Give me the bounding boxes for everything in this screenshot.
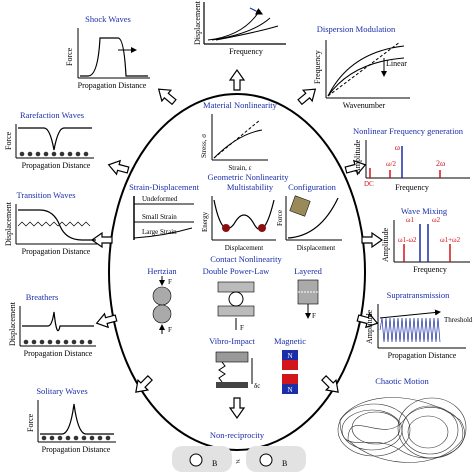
shock-ylabel: Force <box>65 47 74 66</box>
hertzian-label: Hertzian <box>147 266 177 276</box>
large-strain-label: Large Strain <box>142 228 177 236</box>
layered-label: Layered <box>294 266 323 276</box>
supra-title: Supratransmission <box>387 290 451 300</box>
multistab-xlabel: Displacement <box>225 244 264 252</box>
hertzian-f2: F <box>168 326 172 334</box>
shock-waves-title: Shock Waves <box>85 14 131 24</box>
material-xlabel: Strain, ε <box>228 164 251 172</box>
material-ylabel: Stress, σ <box>200 134 208 158</box>
magnet-n2: N <box>287 386 292 394</box>
magnetic-label: Magnetic <box>274 336 306 346</box>
rarefaction-xlabel: Propagation Distance <box>22 161 91 170</box>
supra-threshold: Threshold <box>444 316 473 324</box>
non-reciprocity-title: Non-reciprocity <box>210 430 265 440</box>
breathers-ylabel: Displacement <box>8 301 17 346</box>
nl-frequency-title: Nonlinear Frequency generation <box>353 126 464 136</box>
rarefaction-chain <box>19 151 89 157</box>
transition-panel: Transition Waves Displacement Propagatio… <box>4 190 98 256</box>
top-center-panel: Displacement Frequency <box>192 0 288 56</box>
rarefaction-ylabel: Force <box>4 131 13 150</box>
config-ylabel: Force <box>276 210 284 226</box>
solitary-chain <box>41 435 111 441</box>
small-strain-label: Small Strain <box>142 213 177 221</box>
breathers-chain <box>23 339 93 345</box>
solitary-panel: Solitary Waves Force Propagation Distanc… <box>26 386 116 454</box>
top-panel-ylabel: Displacement <box>193 0 202 45</box>
material-title: Material Nonlinearity <box>203 100 278 110</box>
supra-xlabel: Propagation Distance <box>388 351 457 360</box>
dispersion-ylabel: Frequency <box>313 50 322 84</box>
chaotic-attractor <box>337 397 467 463</box>
shock-waves-panel: Shock Waves Force Propagation Distance <box>65 14 150 90</box>
breathers-title: Breathers <box>26 292 59 302</box>
transition-xlabel: Propagation Distance <box>22 247 91 256</box>
solitary-title: Solitary Waves <box>36 386 87 396</box>
solitary-ylabel: Force <box>26 413 35 432</box>
central-ellipse <box>108 93 366 451</box>
contact-nonlinearity: Contact Nonlinearity Hertzian F F Double… <box>147 254 323 394</box>
top-panel-xlabel: Frequency <box>229 47 263 56</box>
vibro-label: Vibro-Impact <box>209 336 255 346</box>
solitary-xlabel: Propagation Distance <box>42 445 111 454</box>
dispersion-linear: Linear <box>386 59 407 68</box>
nonrecip-b1: B <box>212 459 217 468</box>
nl-freq-omega: ω <box>395 143 400 152</box>
multistability-label: Multistability <box>227 182 274 192</box>
config-xlabel: Displacement <box>297 244 336 252</box>
wave-mixing-title: Wave Mixing <box>401 206 448 216</box>
strain-disp-label: Strain-Displacement <box>129 182 200 192</box>
material-nonlinearity: Material Nonlinearity Stress, σ Strain, … <box>200 100 278 172</box>
supra-panel: Supratransmission Threshold Amplitude Pr… <box>365 290 473 360</box>
dpl-label: Double Power-Law <box>203 266 270 276</box>
nonrecip-neq: ≠ <box>236 457 241 466</box>
dispersion-panel: Dispersion Modulation Linear Frequency W… <box>313 24 410 110</box>
supra-ylabel: Amplitude <box>365 309 374 344</box>
rarefaction-panel: Rarefaction Waves Force Propagation Dist… <box>4 110 94 170</box>
magnet-n1: N <box>287 352 292 360</box>
energy-ylabel: Energy <box>201 211 209 232</box>
breathers-panel: Breathers Displacement Propagation Dista… <box>8 292 96 358</box>
wave-mixing-panel: Wave Mixing ω1 ω2 ω1-ω2 ω1+ω2 Amplitude … <box>381 206 470 274</box>
undeformed-label: Undeformed <box>142 195 178 203</box>
nl-freq-omega-half: ω/2 <box>386 160 397 168</box>
layered-f: F <box>312 312 316 320</box>
non-reciprocity-panel: Non-reciprocity B B ≠ <box>172 430 306 472</box>
dpl-f: F <box>240 324 244 332</box>
wave-mixing-w2: ω2 <box>432 216 441 224</box>
wave-mixing-ylabel: Amplitude <box>381 227 390 262</box>
breathers-xlabel: Propagation Distance <box>24 349 93 358</box>
nl-freq-ylabel: Amplitude <box>353 139 362 174</box>
nl-freq-dc: DC <box>364 180 374 188</box>
nonrecip-b2: B <box>282 459 287 468</box>
wave-mixing-diff: ω1-ω2 <box>398 236 417 244</box>
dispersion-title: Dispersion Modulation <box>317 24 396 34</box>
nl-freq-two-omega: 2ω <box>436 159 445 168</box>
nl-frequency-panel: Nonlinear Frequency generation ω ω/2 DC … <box>353 126 470 192</box>
dispersion-xlabel: Wavenumber <box>343 101 386 110</box>
transition-title: Transition Waves <box>16 190 75 200</box>
nl-freq-xlabel: Frequency <box>395 183 429 192</box>
transition-ylabel: Displacement <box>4 201 13 246</box>
hertzian-f1: F <box>168 278 172 286</box>
configuration-label: Configuration <box>288 182 336 192</box>
shock-xlabel: Propagation Distance <box>78 81 147 90</box>
rarefaction-title: Rarefaction Waves <box>20 110 84 120</box>
geometric-title: Geometric Nonlinearity <box>208 172 290 182</box>
geometric-nonlinearity: Geometric Nonlinearity Strain-Displaceme… <box>129 172 342 252</box>
chaotic-title: Chaotic Motion <box>375 376 429 386</box>
wave-mixing-w1: ω1 <box>406 216 415 224</box>
chaotic-panel: Chaotic Motion <box>337 376 467 463</box>
vibro-delta: δc <box>254 382 260 390</box>
wave-mixing-xlabel: Frequency <box>413 265 447 274</box>
contact-title: Contact Nonlinearity <box>210 254 282 264</box>
wave-mixing-sum: ω1+ω2 <box>440 236 461 244</box>
